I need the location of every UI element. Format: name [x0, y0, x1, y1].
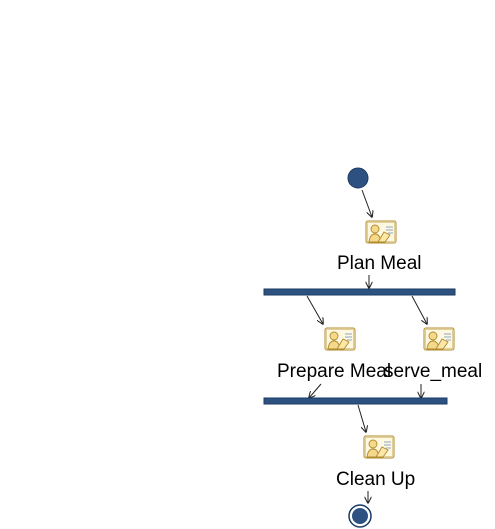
end-node-inner: [352, 508, 368, 524]
edge-fork-to-serve: [411, 295, 427, 324]
edge-prepare-to-join: [309, 383, 322, 398]
edge-fork-to-prepare: [306, 295, 323, 324]
join-bar[interactable]: [263, 397, 448, 405]
plan-meal-label: Plan Meal: [337, 253, 422, 274]
fork-bar[interactable]: [263, 288, 456, 296]
prepare-meal-label: Prepare Meal: [277, 361, 392, 382]
prepare-meal-task-icon[interactable]: [324, 327, 356, 351]
serve-meal-task-icon[interactable]: [423, 327, 455, 351]
serve-meal-label: serve_meal: [384, 361, 483, 382]
edge-start-to-plan: [361, 189, 372, 217]
clean-up-label: Clean Up: [336, 469, 416, 490]
start-node[interactable]: [347, 167, 369, 189]
clean-up-task-icon[interactable]: [363, 435, 395, 459]
edge-join-to-clean: [357, 404, 366, 432]
plan-meal-task-icon[interactable]: [365, 220, 397, 244]
